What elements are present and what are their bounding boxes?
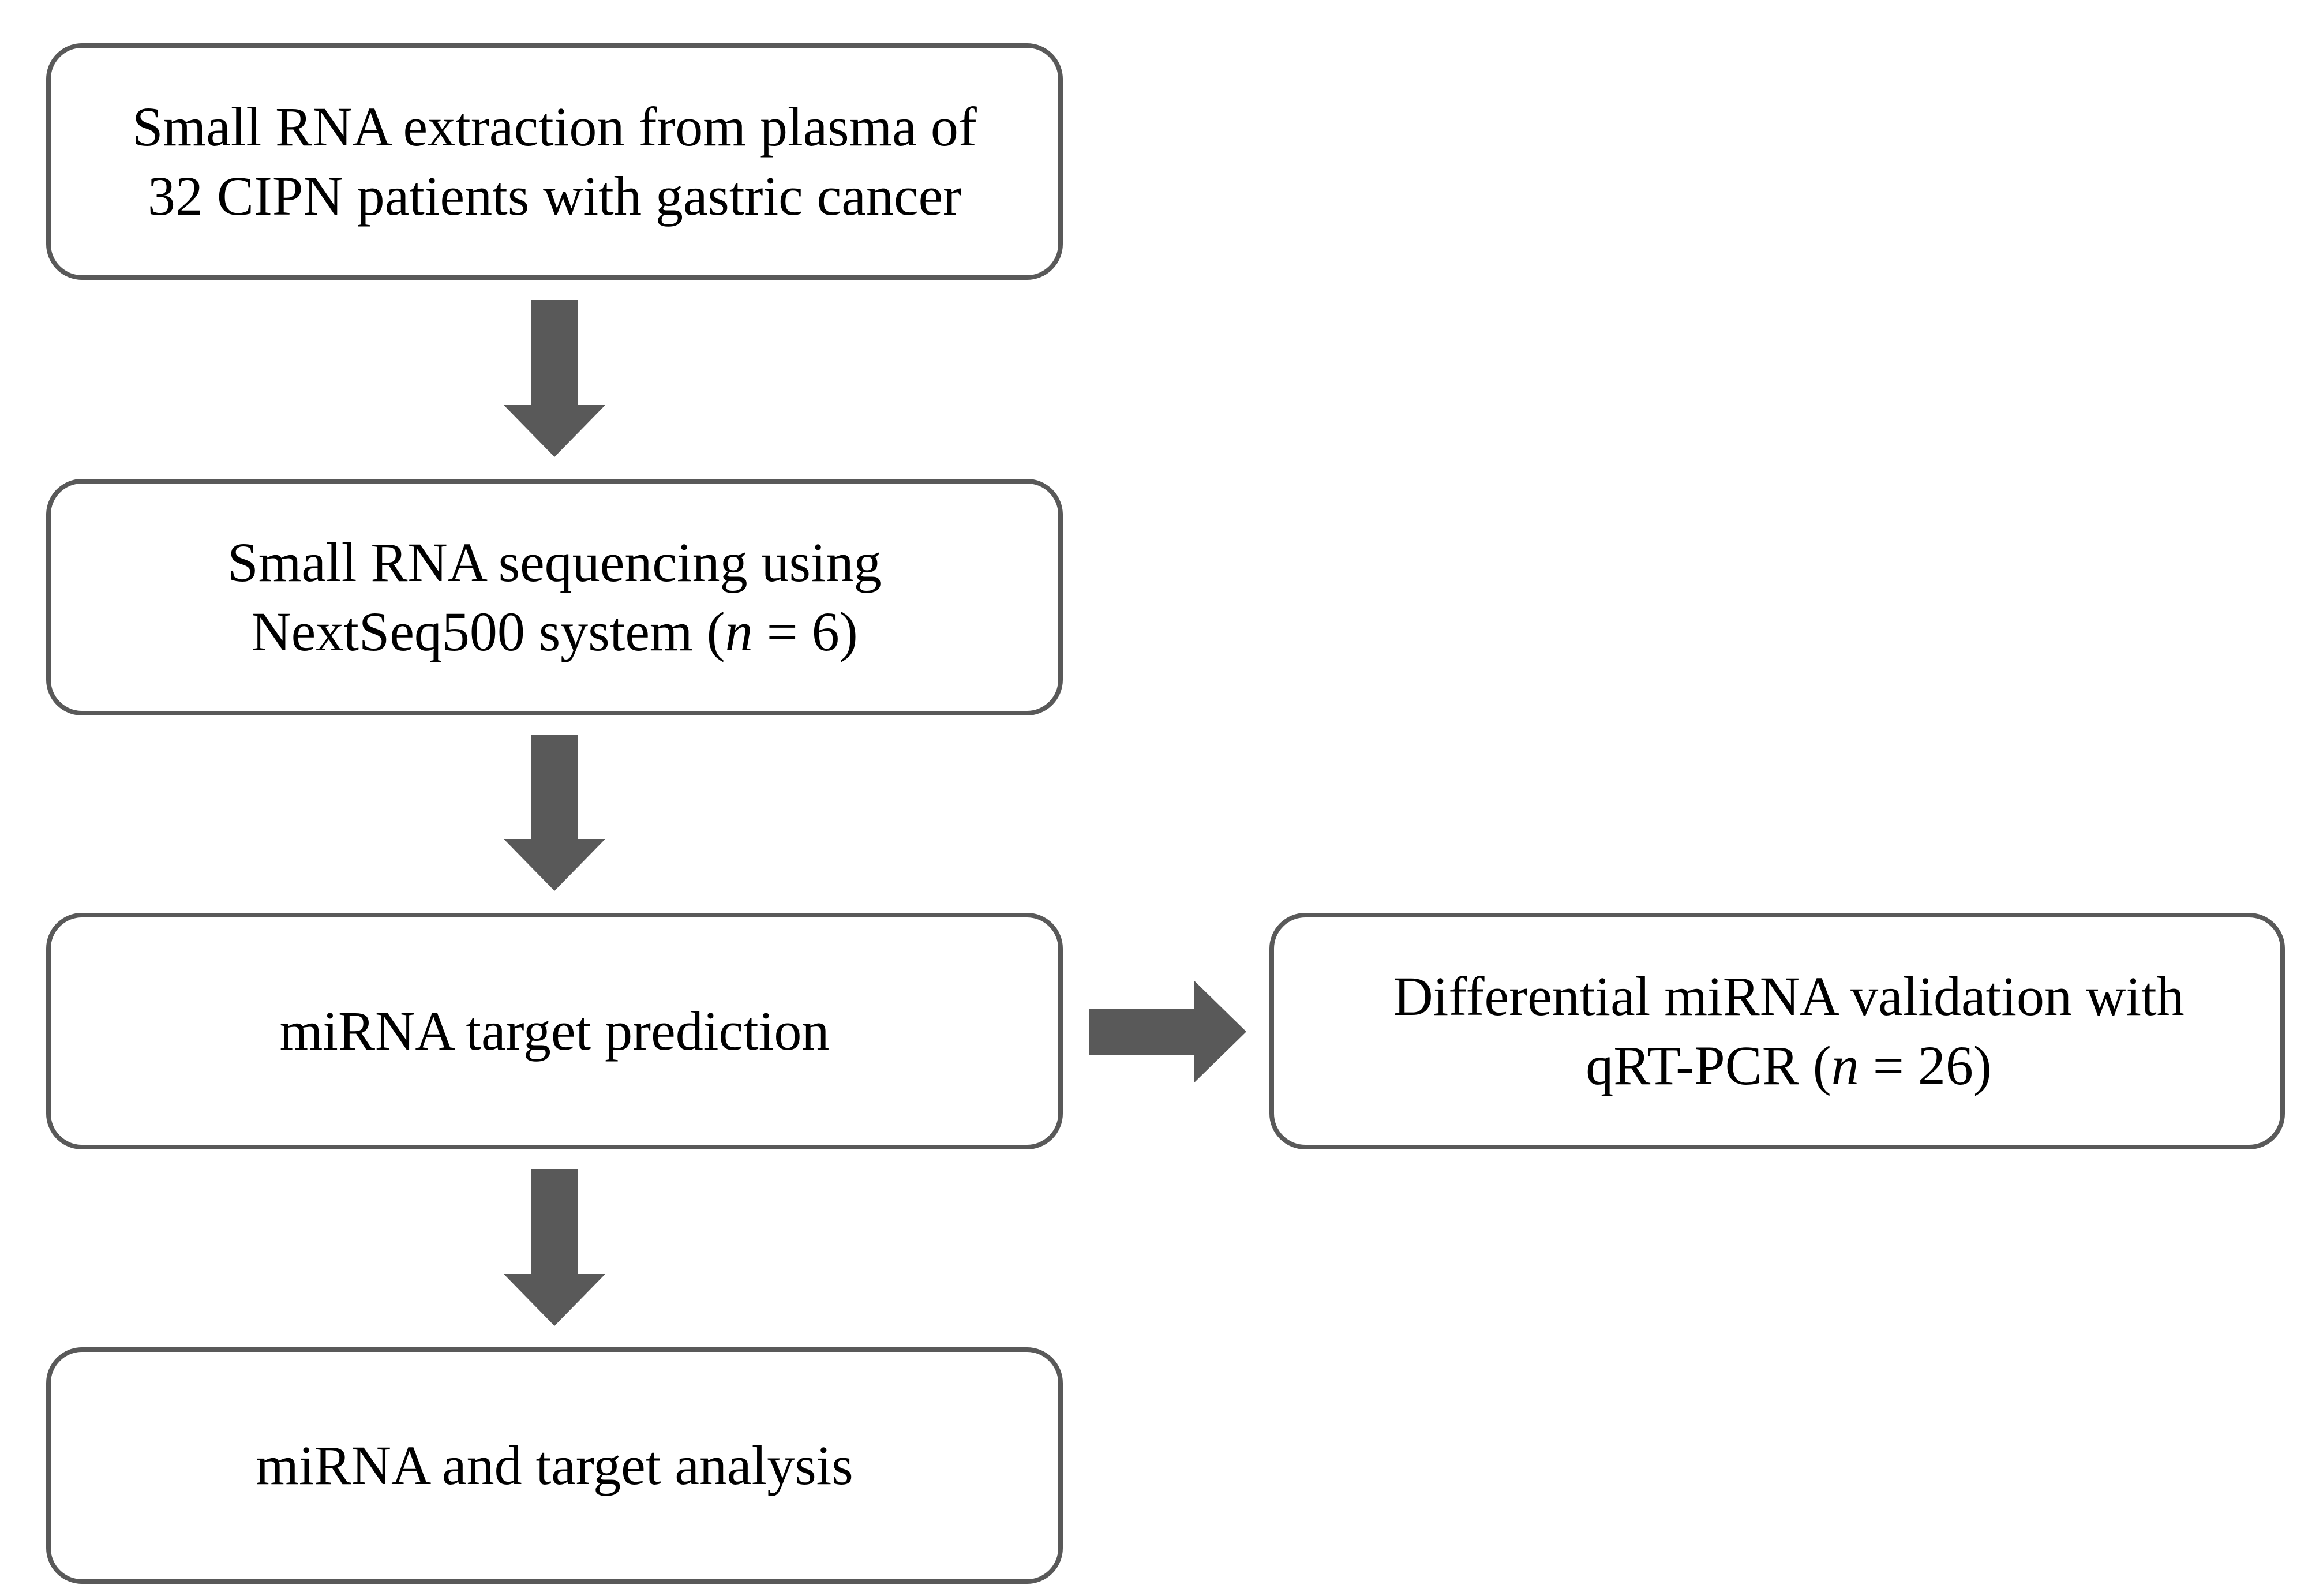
step-small-rna-sequencing-line-1: Small RNA sequencing using (227, 531, 882, 593)
validation-sample-size-variable: n (1831, 1035, 1859, 1096)
step-small-rna-sequencing: Small RNA sequencing using NextSeq500 sy… (46, 479, 1063, 715)
arrow-right-icon (1089, 981, 1246, 1082)
arrow-down-icon (504, 735, 605, 891)
step-small-rna-sequencing-line-2: NextSeq500 system (n = 6) (251, 597, 857, 666)
validation-line-2-prefix: qRT-PCR ( (1586, 1035, 1831, 1096)
step-target-analysis-label: miRNA and target analysis (256, 1434, 853, 1496)
step-plasma-extraction-line-1: Small RNA extraction from plasma of (132, 96, 977, 158)
step-target-prediction: miRNA target prediction (46, 913, 1063, 1149)
arrow-down-icon (504, 300, 605, 457)
step-qrt-pcr-validation-line-2: qRT-PCR (n = 26) (1586, 1031, 1992, 1100)
step-qrt-pcr-validation-line-1: Differential miRNA validation with (1393, 965, 2185, 1027)
sequencing-sample-size-variable: n (725, 601, 753, 662)
arrow-down-icon (504, 1169, 605, 1326)
step-plasma-extraction-line-2: 32 CIPN patients with gastric cancer (147, 165, 962, 227)
step-target-prediction-label: miRNA target prediction (279, 1000, 830, 1062)
step-qrt-pcr-validation: Differential miRNA validation with qRT-P… (1269, 913, 2285, 1149)
validation-line-2-suffix: = 26) (1859, 1035, 1992, 1096)
step-plasma-extraction: Small RNA extraction from plasma of 32 C… (46, 43, 1063, 280)
step-target-analysis: miRNA and target analysis (46, 1347, 1063, 1584)
sequencing-line-2-prefix: NextSeq500 system ( (251, 601, 725, 662)
sequencing-line-2-suffix: = 6) (752, 601, 858, 662)
